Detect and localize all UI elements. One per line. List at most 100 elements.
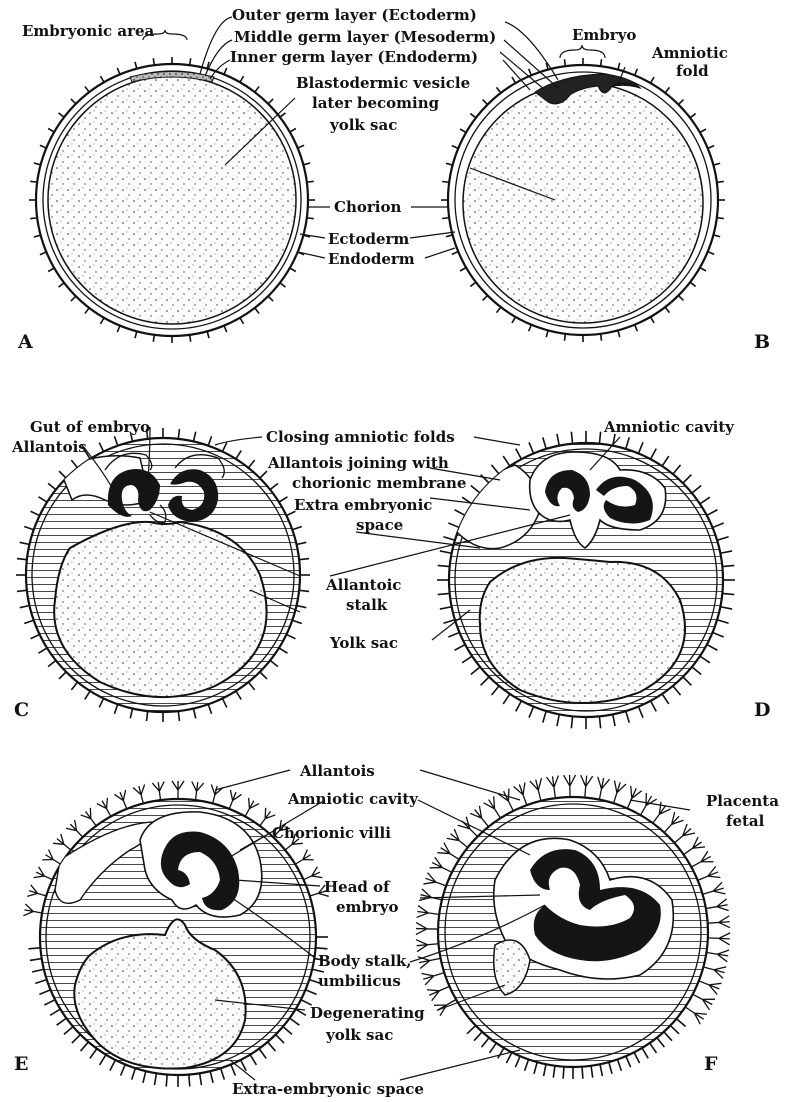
label-degenerating-1: Degenerating: [310, 1004, 425, 1022]
villus: [99, 443, 103, 452]
branched-villus: [699, 981, 722, 995]
villus: [72, 1035, 80, 1043]
villus: [90, 1049, 97, 1059]
villus: [626, 711, 629, 722]
branched-villus: [53, 834, 71, 850]
villus: [200, 1073, 202, 1085]
branched-villus: [693, 994, 715, 1009]
villus: [503, 456, 510, 466]
villus: [529, 442, 534, 453]
label-allantois-c: Allantois: [11, 438, 87, 456]
villus: [544, 1064, 546, 1076]
villus: [35, 980, 46, 984]
villus: [448, 632, 459, 637]
branched-villus: [598, 777, 610, 800]
villus: [707, 645, 718, 651]
villus: [178, 429, 179, 439]
villus: [650, 1043, 657, 1053]
villus: [260, 672, 267, 679]
villus: [28, 948, 40, 949]
panel-b: [441, 58, 725, 342]
label-head-1: Head of: [324, 878, 391, 896]
villus: [462, 656, 472, 663]
villus: [553, 1066, 555, 1078]
branched-villus: [416, 923, 438, 935]
villus: [448, 523, 459, 528]
villus: [71, 682, 77, 690]
branched-villus: [706, 950, 729, 962]
villus: [700, 656, 710, 663]
villus: [208, 436, 211, 445]
branched-villus: [706, 899, 729, 911]
villus: [32, 969, 44, 972]
label-outer-germ-layer: Outer germ layer (Ectoderm): [232, 6, 477, 24]
villus: [189, 1075, 190, 1087]
label-blastodermic-3: yolk sac: [329, 116, 397, 134]
villus: [100, 1055, 106, 1065]
branched-villus: [458, 817, 478, 837]
villus: [297, 605, 307, 607]
label-body-stalk-2: umbilicus: [318, 972, 401, 990]
villus: [222, 698, 226, 707]
villus: [17, 559, 27, 560]
branched-villus: [691, 851, 713, 867]
branched-villus: [245, 798, 259, 817]
branched-villus: [81, 808, 97, 826]
villus: [71, 460, 77, 468]
villus: [700, 497, 710, 504]
label-chorionic-villi: Chorionic villi: [272, 824, 391, 842]
villus: [132, 1068, 136, 1079]
villus: [717, 620, 728, 623]
label-yolk-sac: Yolk sac: [329, 634, 398, 652]
villus: [491, 465, 499, 474]
villus: [516, 701, 522, 712]
villus: [634, 1052, 639, 1063]
villus: [503, 694, 510, 704]
panel-letter-e: E: [14, 1053, 28, 1075]
branched-villus: [470, 806, 488, 827]
villus: [599, 716, 600, 728]
villus: [440, 551, 452, 553]
villus: [81, 1042, 89, 1051]
villus: [299, 559, 309, 560]
villus: [670, 1026, 679, 1034]
label-allantois-joining-1: Allantois joining with: [267, 454, 449, 472]
villus: [64, 1027, 73, 1035]
branched-villus: [421, 973, 444, 985]
villus: [467, 1026, 476, 1034]
villus: [474, 1032, 482, 1041]
villus: [591, 1066, 593, 1078]
villus: [638, 707, 643, 718]
villus: [24, 620, 33, 623]
villus: [455, 510, 466, 516]
label-placenta-2: fetal: [726, 812, 765, 830]
villus: [248, 682, 254, 690]
villus: [130, 709, 132, 719]
villus: [609, 1062, 612, 1074]
villus: [292, 620, 301, 623]
villus: [178, 711, 179, 721]
villus: [516, 449, 522, 460]
villus: [582, 1067, 583, 1079]
villus: [24, 526, 33, 529]
villus: [626, 437, 629, 448]
branched-villus: [114, 790, 126, 809]
villus: [110, 1060, 115, 1071]
branched-villus: [304, 867, 323, 880]
villus: [231, 1064, 236, 1075]
branched-villus: [703, 967, 726, 979]
villus: [498, 1048, 504, 1058]
villus: [692, 485, 701, 493]
panel-letter-a: A: [17, 331, 33, 353]
villus: [143, 1071, 146, 1083]
villus: [236, 451, 241, 459]
villus: [286, 634, 295, 638]
branched-villus: [447, 829, 468, 847]
villus: [260, 471, 267, 478]
villus: [713, 523, 724, 528]
branched-villus: [581, 775, 593, 797]
label-amniotic-fold-2: fold: [676, 62, 709, 80]
villus: [259, 1049, 266, 1059]
villus: [59, 672, 66, 679]
villus: [506, 1052, 511, 1063]
